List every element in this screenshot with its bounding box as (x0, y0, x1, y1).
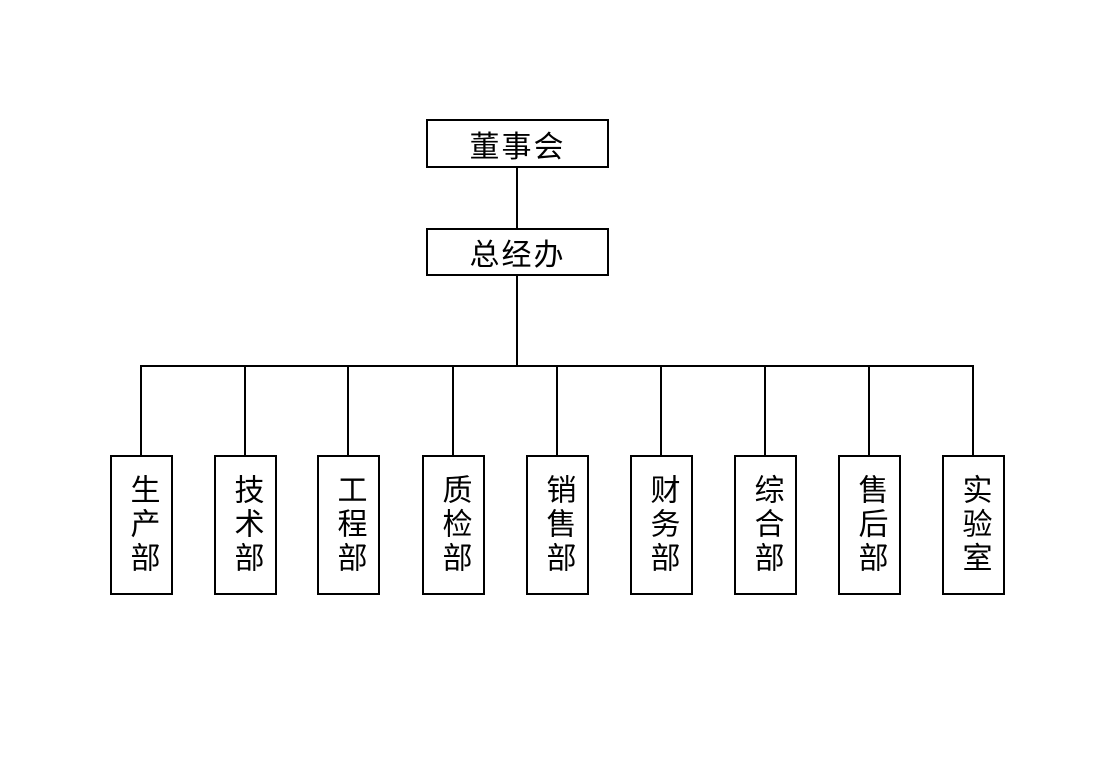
dept-box-production: 生产部 (110, 455, 173, 595)
dept-label-finance: 财务部 (644, 474, 680, 576)
dept-box-finance: 财务部 (630, 455, 693, 595)
dept-label-technology: 技术部 (228, 474, 264, 576)
connector-drop-quality (452, 365, 454, 455)
connector-drop-general-affairs (764, 365, 766, 455)
dept-box-engineering: 工程部 (317, 455, 380, 595)
connector-drop-finance (660, 365, 662, 455)
dept-box-sales: 销售部 (526, 455, 589, 595)
connector-drop-technology (244, 365, 246, 455)
connector-drop-laboratory (972, 365, 974, 455)
connector-gm-to-rail (516, 276, 518, 366)
connector-drop-sales (556, 365, 558, 455)
dept-label-production: 生产部 (124, 474, 160, 576)
connector-drop-after-sales (868, 365, 870, 455)
dept-box-after-sales: 售后部 (838, 455, 901, 595)
connector-board-to-gm (516, 168, 518, 228)
dept-box-laboratory: 实验室 (942, 455, 1005, 595)
org-box-gm-office: 总经办 (426, 228, 609, 276)
dept-label-quality-inspection: 质检部 (436, 474, 472, 576)
dept-label-laboratory: 实验室 (956, 474, 992, 576)
dept-label-engineering: 工程部 (331, 474, 367, 576)
connector-drop-engineering (347, 365, 349, 455)
connector-drop-production (140, 365, 142, 455)
gm-office-label: 总经办 (469, 238, 566, 273)
dept-box-general-affairs: 综合部 (734, 455, 797, 595)
board-of-directors-label: 董事会 (469, 129, 566, 165)
dept-box-technology: 技术部 (214, 455, 277, 595)
dept-label-general-affairs: 综合部 (748, 474, 784, 576)
dept-label-sales: 销售部 (540, 474, 576, 576)
dept-box-quality-inspection: 质检部 (422, 455, 485, 595)
dept-label-after-sales: 售后部 (852, 474, 888, 576)
org-box-board-of-directors: 董事会 (426, 119, 609, 168)
